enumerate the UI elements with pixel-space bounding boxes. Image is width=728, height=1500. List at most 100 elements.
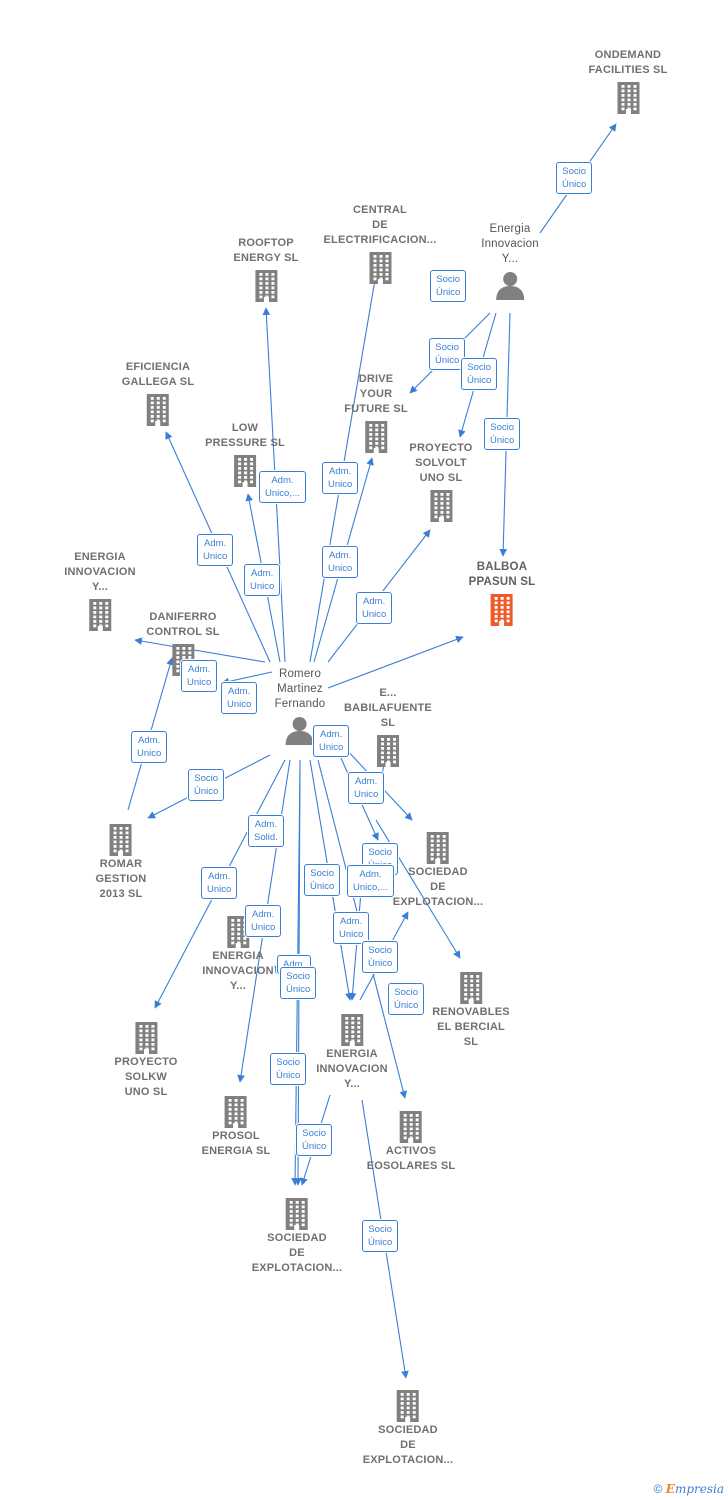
edge-label-badge[interactable]: Adm. Unico bbox=[197, 534, 234, 566]
node-label: PROYECTO SOLVOLT UNO SL bbox=[409, 442, 473, 484]
node-low[interactable]: LOW PRESSURE SL bbox=[205, 421, 285, 488]
node-energia-mid[interactable]: ENERGIA INNOVACION Y... bbox=[202, 912, 274, 994]
node-label: DRIVE YOUR FUTURE SL bbox=[344, 373, 408, 415]
node-label: SOCIEDAD DE EXPLOTACION... bbox=[392, 866, 484, 908]
edge-label-badge[interactable]: Socio Único bbox=[362, 1220, 399, 1252]
building-icon bbox=[617, 82, 639, 114]
node-label: DANIFERRO CONTROL SL bbox=[146, 611, 220, 638]
node-solvolt[interactable]: PROYECTO SOLVOLT UNO SL bbox=[409, 441, 472, 523]
node-energia-left[interactable]: ENERGIA INNOVACION Y... bbox=[64, 550, 136, 632]
node-label: ONDEMAND FACILITIES SL bbox=[588, 49, 668, 76]
edge-label-badge[interactable]: Socio Único bbox=[429, 338, 466, 370]
node-label: ENERGIA INNOVACION Y... bbox=[202, 950, 274, 992]
edge-label-badge[interactable]: Adm. Unico bbox=[244, 564, 281, 596]
node-sociedad2[interactable]: SOCIEDAD DE EXPLOTACION... bbox=[252, 1194, 343, 1276]
building-icon bbox=[285, 1198, 308, 1230]
node-babilafuente[interactable]: E... BABILAFUENTE SL bbox=[344, 686, 432, 768]
edge-label-badge[interactable]: Socio Único bbox=[188, 769, 225, 801]
edge-label-badge[interactable]: Adm. Unico,... bbox=[259, 471, 306, 503]
building-icon bbox=[254, 270, 277, 302]
node-renovables[interactable]: RENOVABLES EL BERCIAL SL bbox=[432, 968, 510, 1050]
building-icon bbox=[224, 1096, 247, 1128]
edge-label-badge[interactable]: Adm. Unico bbox=[201, 867, 238, 899]
node-ondemand[interactable]: ONDEMAND FACILITIES SL bbox=[589, 48, 668, 115]
edge-label-badge[interactable]: Socio Único bbox=[280, 967, 317, 999]
node-prosol[interactable]: PROSOL ENERGIA SL bbox=[202, 1092, 271, 1159]
building-icon bbox=[134, 1022, 157, 1054]
footer-brand[interactable]: © Empresia bbox=[654, 1482, 724, 1496]
edge-label-badge[interactable]: Socio Único bbox=[461, 358, 498, 390]
building-icon bbox=[400, 1111, 422, 1143]
person-icon bbox=[286, 717, 314, 745]
node-label: BALBOA PPASUN SL bbox=[468, 561, 536, 588]
node-label: RENOVABLES EL BERCIAL SL bbox=[432, 1006, 510, 1048]
node-rooftop[interactable]: ROOFTOP ENERGY SL bbox=[233, 236, 298, 303]
edge-label-badge[interactable]: Adm. Unico bbox=[348, 772, 385, 804]
edge-line bbox=[134, 637, 266, 663]
building-icon bbox=[341, 1014, 363, 1046]
edge-label-badge[interactable]: Adm. Solid. bbox=[248, 815, 284, 847]
edge-label-badge[interactable]: Socio Único bbox=[556, 162, 593, 194]
edge-label-badge[interactable]: Socio Único bbox=[484, 418, 521, 450]
edge-line bbox=[327, 635, 464, 689]
edge-label-badge[interactable]: Adm. Unico bbox=[221, 682, 258, 714]
building-icon bbox=[234, 455, 256, 487]
edge-label-badge[interactable]: Socio Único bbox=[362, 941, 399, 973]
edge-label-badge[interactable]: Adm. Unico,... bbox=[347, 865, 394, 897]
edge-line bbox=[221, 671, 273, 686]
building-icon bbox=[365, 421, 387, 453]
edge-label-badge[interactable]: Adm. Unico bbox=[333, 912, 370, 944]
node-label: SOCIEDAD DE EXPLOTACION... bbox=[251, 1232, 343, 1274]
node-label: ENERGIA INNOVACION Y... bbox=[64, 551, 136, 593]
node-label: Romero Martinez Fernando bbox=[274, 668, 326, 710]
node-label: E... BABILAFUENTE SL bbox=[344, 687, 432, 729]
edge-label-badge[interactable]: Adm. Unico bbox=[313, 725, 350, 757]
building-icon bbox=[426, 832, 449, 864]
node-label: ROOFTOP ENERGY SL bbox=[233, 237, 299, 264]
building-icon bbox=[460, 972, 482, 1004]
edge-label-badge[interactable]: Adm. Unico bbox=[245, 905, 282, 937]
node-label: ENERGIA INNOVACION Y... bbox=[316, 1048, 388, 1090]
node-label: LOW PRESSURE SL bbox=[205, 422, 285, 449]
node-label: EFICIENCIA GALLEGA SL bbox=[121, 361, 195, 388]
edge-label-badge[interactable]: Socio Único bbox=[270, 1053, 307, 1085]
node-central[interactable]: CENTRAL DE ELECTRIFICACION... bbox=[324, 203, 437, 285]
edge-label-badge[interactable]: Adm. Unico bbox=[322, 546, 359, 578]
node-label: ACTIVOS EOSOLARES SL bbox=[366, 1145, 456, 1172]
node-sociedad1[interactable]: SOCIEDAD DE EXPLOTACION... bbox=[393, 828, 484, 910]
edge-label-badge[interactable]: Adm. Unico bbox=[356, 592, 393, 624]
node-drive[interactable]: DRIVE YOUR FUTURE SL bbox=[344, 372, 408, 454]
node-label: PROYECTO SOLKW UNO SL bbox=[114, 1056, 178, 1098]
building-icon bbox=[429, 490, 452, 522]
building-icon bbox=[146, 394, 169, 426]
edge-label-badge[interactable]: Adm. Unico bbox=[181, 660, 218, 692]
building-icon bbox=[490, 594, 513, 626]
building-icon bbox=[89, 599, 111, 631]
building-icon bbox=[396, 1390, 419, 1422]
person-icon bbox=[496, 272, 524, 300]
node-label: CENTRAL DE ELECTRIFICACION... bbox=[323, 204, 437, 246]
building-icon bbox=[369, 252, 391, 284]
edge-label-badge[interactable]: Adm. Unico bbox=[322, 462, 359, 494]
node-activos[interactable]: ACTIVOS EOSOLARES SL bbox=[367, 1107, 456, 1174]
empresia-logo: Empresia bbox=[665, 1482, 724, 1496]
copyright-symbol: © bbox=[653, 1482, 663, 1496]
node-energia-top[interactable]: Energia Innovacion Y... bbox=[481, 222, 539, 300]
node-label: ROMAR GESTION 2013 SL bbox=[95, 858, 147, 900]
edge-label-badge[interactable]: Socio Único bbox=[388, 983, 425, 1015]
node-romero[interactable]: Romero Martinez Fernando bbox=[275, 667, 326, 745]
node-label: SOCIEDAD DE EXPLOTACION... bbox=[362, 1424, 454, 1466]
building-icon bbox=[376, 735, 399, 767]
node-solkw[interactable]: PROYECTO SOLKW UNO SL bbox=[114, 1018, 177, 1100]
node-eficiencia[interactable]: EFICIENCIA GALLEGA SL bbox=[122, 360, 194, 427]
node-sociedad3[interactable]: SOCIEDAD DE EXPLOTACION... bbox=[363, 1386, 454, 1468]
node-romar[interactable]: ROMAR GESTION 2013 SL bbox=[96, 820, 147, 902]
building-icon bbox=[110, 824, 132, 856]
node-balboa[interactable]: BALBOA PPASUN SL bbox=[469, 560, 536, 627]
edge-label-badge[interactable]: Adm. Unico bbox=[131, 731, 168, 763]
edge-label-badge[interactable]: Socio Único bbox=[304, 864, 341, 896]
node-label: PROSOL ENERGIA SL bbox=[201, 1130, 271, 1157]
edge-label-badge[interactable]: Socio Único bbox=[430, 270, 467, 302]
node-energia-center[interactable]: ENERGIA INNOVACION Y... bbox=[316, 1010, 388, 1092]
edge-label-badge[interactable]: Socio Único bbox=[296, 1124, 333, 1156]
